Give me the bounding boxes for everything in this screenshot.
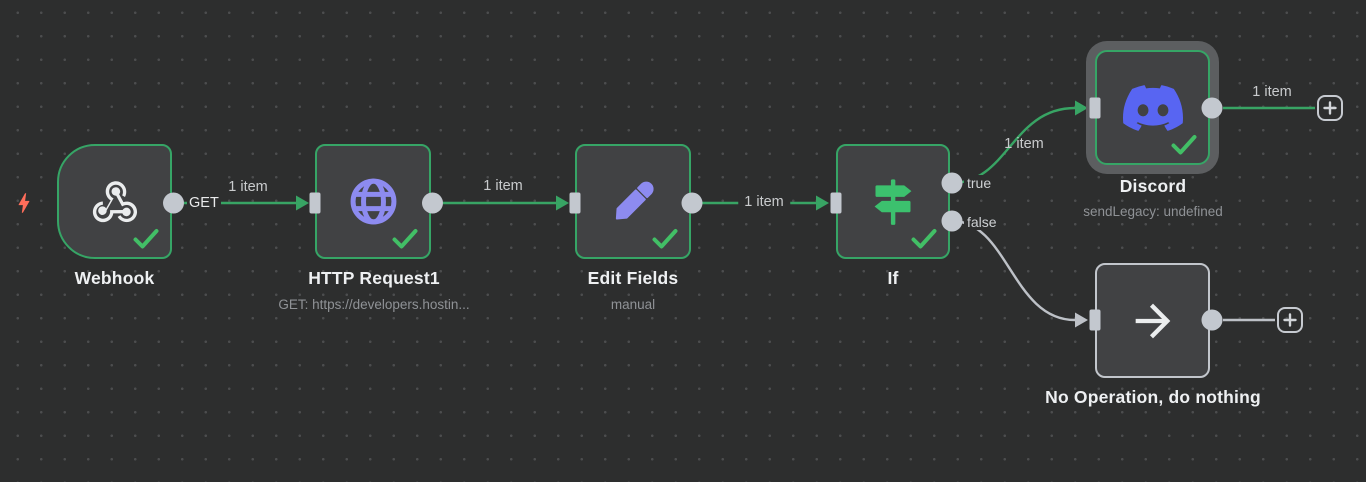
node-if[interactable]: [836, 144, 950, 259]
output-port-noop[interactable]: [1201, 309, 1223, 331]
output-port-if-false[interactable]: [941, 210, 963, 232]
success-check-icon: [911, 229, 937, 249]
arrow-right-icon: [1135, 303, 1170, 338]
node-title-noop: No Operation, do nothing: [1045, 387, 1261, 407]
input-port-http[interactable]: [309, 192, 321, 214]
globe-icon: [350, 178, 396, 225]
arrowhead-icon: [1075, 100, 1088, 116]
node-title-if: If: [887, 268, 899, 288]
node-edit-fields[interactable]: [575, 144, 691, 259]
node-title-http: HTTP Request1: [308, 268, 440, 288]
output-port-http[interactable]: [422, 192, 443, 214]
node-webhook[interactable]: [57, 144, 172, 259]
output-port-webhook[interactable]: [163, 192, 184, 214]
input-port-if[interactable]: [830, 192, 842, 214]
node-no-operation[interactable]: [1095, 263, 1210, 378]
items-label: 1 item: [1004, 136, 1044, 152]
node-subtitle-edit: manual: [610, 297, 656, 312]
input-port-edit[interactable]: [569, 192, 581, 214]
input-port-noop[interactable]: [1089, 309, 1101, 331]
node-discord[interactable]: [1095, 50, 1210, 165]
lightning-bolt-icon: [18, 193, 30, 213]
arrowhead-icon: [556, 195, 569, 211]
node-http-request[interactable]: [315, 144, 431, 259]
items-label: 1 item: [228, 179, 268, 195]
success-check-icon: [652, 229, 678, 249]
output-port-discord[interactable]: [1201, 97, 1223, 119]
discord-icon: [1122, 84, 1183, 131]
signpost-icon: [874, 178, 912, 225]
arrowhead-icon: [1075, 312, 1088, 328]
add-node-button[interactable]: [1317, 95, 1343, 121]
success-check-icon: [133, 229, 159, 249]
node-subtitle-discord: sendLegacy: undefined: [1083, 204, 1223, 219]
input-port-discord[interactable]: [1089, 97, 1101, 119]
add-node-button[interactable]: [1277, 307, 1303, 333]
items-label: 1 item: [738, 193, 790, 211]
webhook-icon: [92, 180, 137, 222]
node-subtitle-http: GET: https://developers.hostin...: [278, 297, 470, 312]
pencil-icon: [615, 181, 654, 220]
arrowhead-icon: [296, 195, 309, 211]
items-label: 1 item: [1252, 84, 1292, 100]
items-label: 1 item: [483, 178, 523, 194]
arrowhead-icon: [816, 195, 829, 211]
node-title-edit: Edit Fields: [587, 268, 679, 288]
if-false-branch-label: false: [964, 214, 1000, 230]
output-port-edit[interactable]: [681, 192, 703, 214]
plus-icon: [1323, 101, 1337, 115]
success-check-icon: [1171, 135, 1197, 155]
success-check-icon: [392, 229, 418, 249]
node-title-webhook: Webhook: [74, 268, 155, 288]
if-true-branch-label: true: [964, 175, 995, 191]
node-title-discord: Discord: [1119, 176, 1187, 196]
webhook-method-label: GET: [187, 195, 221, 211]
output-port-if-true[interactable]: [941, 172, 963, 194]
plus-icon: [1283, 313, 1297, 327]
